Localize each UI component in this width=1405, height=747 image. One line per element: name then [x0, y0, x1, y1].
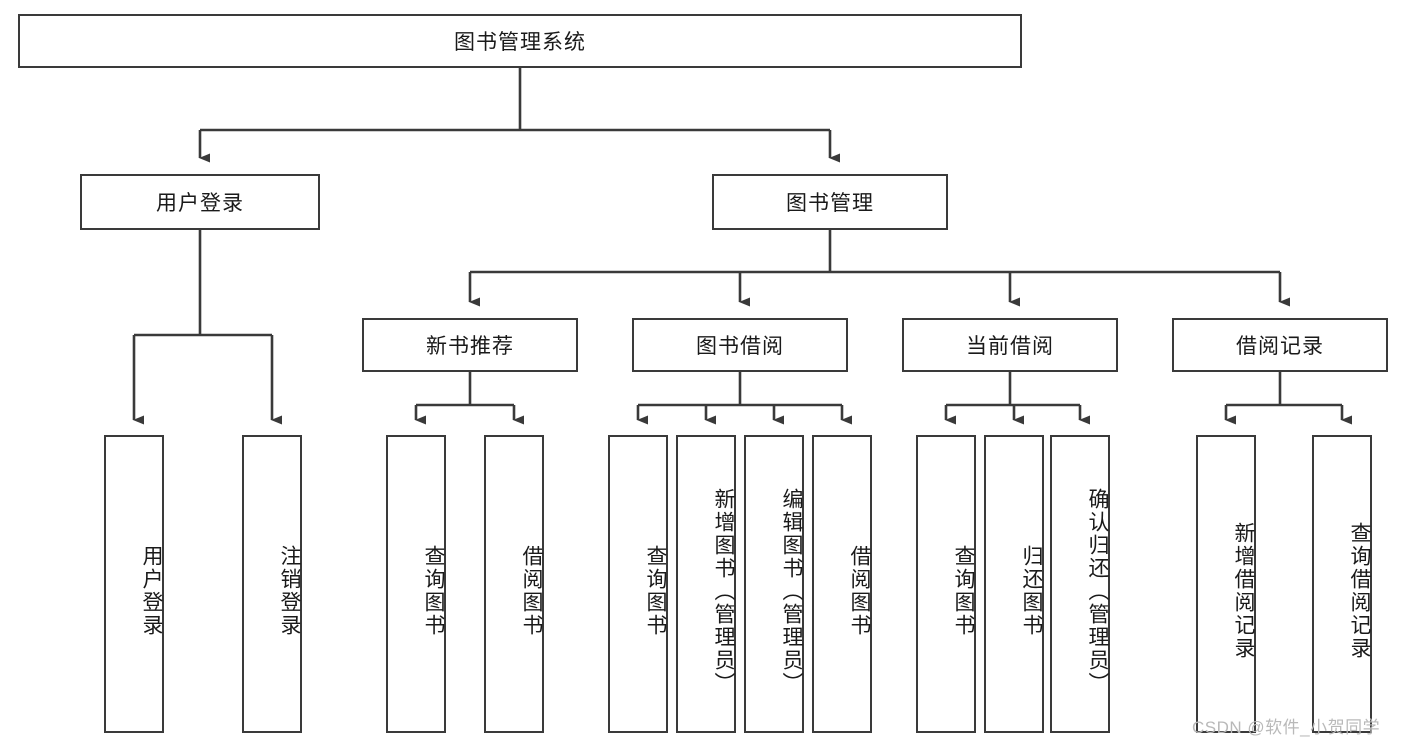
node-root-label: 图书管理系统	[454, 31, 586, 54]
node-book-borrow-label: 图书借阅	[696, 335, 784, 358]
node-borrow-record-label: 借阅记录	[1236, 335, 1324, 358]
node-leaf-query-borrow-record-label: 查询借阅记录	[1348, 522, 1371, 660]
node-leaf-query-book-current[interactable]: 查询图书	[916, 435, 976, 733]
node-leaf-add-borrow-record-label: 新增借阅记录	[1232, 522, 1255, 660]
node-leaf-borrow-book[interactable]: 借阅图书	[812, 435, 872, 733]
node-book-manage[interactable]: 图书管理	[712, 174, 948, 230]
node-leaf-user-login[interactable]: 用户登录	[104, 435, 164, 733]
node-leaf-query-book-borrow-label: 查询图书	[644, 545, 667, 637]
node-new-book-recommend-label: 新书推荐	[426, 335, 514, 358]
node-book-manage-label: 图书管理	[786, 192, 874, 215]
node-leaf-confirm-return-label: 确认归还（管理员）	[1086, 487, 1109, 695]
node-leaf-return-book-label: 归还图书	[1020, 545, 1043, 637]
node-leaf-logout-label: 注销登录	[278, 545, 301, 637]
node-leaf-query-book-recommend-label: 查询图书	[422, 545, 445, 637]
node-current-borrow[interactable]: 当前借阅	[902, 318, 1118, 372]
node-leaf-confirm-return[interactable]: 确认归还（管理员）	[1050, 435, 1110, 733]
node-leaf-query-book-borrow[interactable]: 查询图书	[608, 435, 668, 733]
node-leaf-return-book[interactable]: 归还图书	[984, 435, 1044, 733]
node-current-borrow-label: 当前借阅	[966, 335, 1054, 358]
node-leaf-query-book-current-label: 查询图书	[952, 545, 975, 637]
node-leaf-edit-book-label: 编辑图书（管理员）	[780, 487, 803, 695]
node-borrow-record[interactable]: 借阅记录	[1172, 318, 1388, 372]
node-new-book-recommend[interactable]: 新书推荐	[362, 318, 578, 372]
node-leaf-edit-book[interactable]: 编辑图书（管理员）	[744, 435, 804, 733]
csdn-watermark: CSDN @软件_小贺同学	[1192, 718, 1381, 737]
node-leaf-user-login-label: 用户登录	[140, 545, 163, 637]
node-leaf-borrow-book-recommend[interactable]: 借阅图书	[484, 435, 544, 733]
node-user-login[interactable]: 用户登录	[80, 174, 320, 230]
node-leaf-add-book[interactable]: 新增图书（管理员）	[676, 435, 736, 733]
node-leaf-add-borrow-record[interactable]: 新增借阅记录	[1196, 435, 1256, 733]
node-book-borrow[interactable]: 图书借阅	[632, 318, 848, 372]
node-user-login-label: 用户登录	[156, 192, 244, 215]
node-leaf-logout[interactable]: 注销登录	[242, 435, 302, 733]
node-leaf-add-book-label: 新增图书（管理员）	[712, 487, 735, 695]
node-root[interactable]: 图书管理系统	[18, 14, 1022, 68]
node-leaf-query-book-recommend[interactable]: 查询图书	[386, 435, 446, 733]
node-leaf-borrow-book-label: 借阅图书	[848, 545, 871, 637]
node-leaf-query-borrow-record[interactable]: 查询借阅记录	[1312, 435, 1372, 733]
node-leaf-borrow-book-recommend-label: 借阅图书	[520, 545, 543, 637]
